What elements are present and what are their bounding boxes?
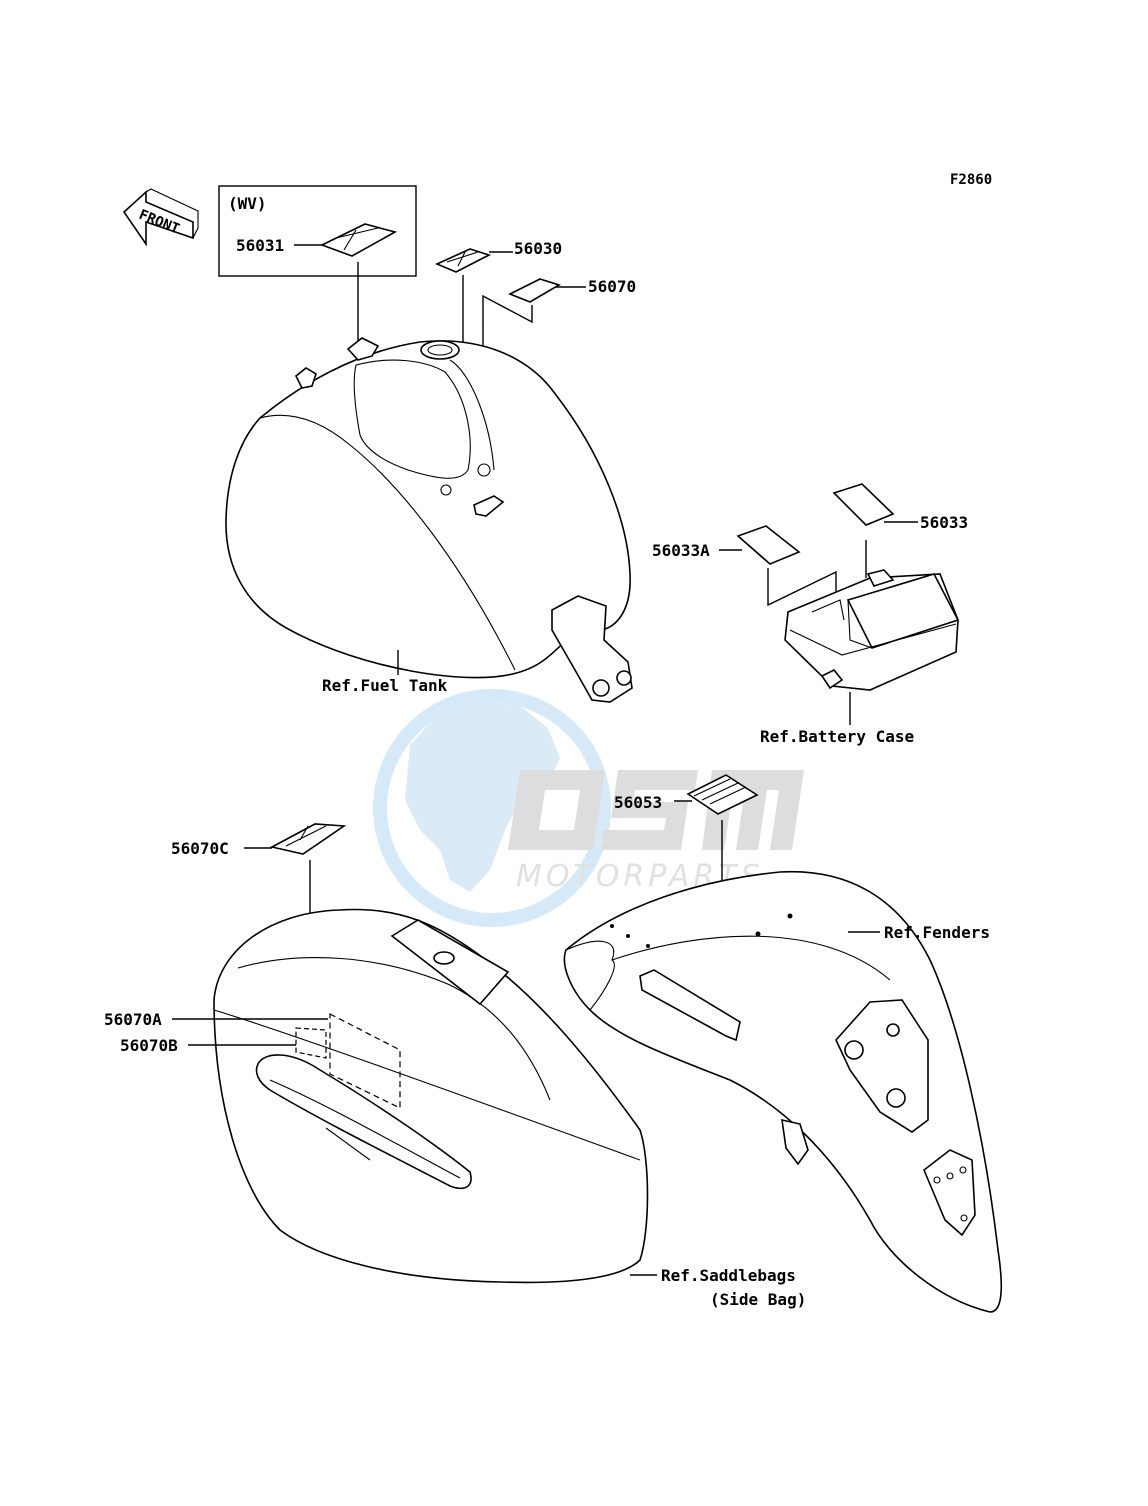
label-56031[interactable] bbox=[319, 223, 398, 257]
callout-56070: 56070 bbox=[588, 277, 636, 296]
rear-fender bbox=[563, 870, 1003, 1313]
callout-56053: 56053 bbox=[614, 793, 662, 812]
label-56070c[interactable] bbox=[269, 823, 347, 855]
label-56070[interactable] bbox=[508, 278, 561, 303]
ref-battery-case: Ref.Battery Case bbox=[760, 727, 914, 746]
fuel-tank bbox=[225, 337, 633, 703]
callout-56033: 56033 bbox=[920, 513, 968, 532]
ref-saddlebags: Ref.Saddlebags bbox=[661, 1266, 796, 1285]
callout-56070b: 56070B bbox=[120, 1036, 178, 1055]
watermark-globe-land bbox=[405, 700, 560, 892]
variant-box bbox=[218, 185, 417, 277]
watermark-globe-ring bbox=[373, 689, 611, 927]
label-56030[interactable] bbox=[435, 248, 492, 273]
variant-box-label: (WV) bbox=[228, 194, 267, 213]
callout-56070a: 56070A bbox=[104, 1010, 162, 1029]
label-56033[interactable] bbox=[832, 483, 895, 526]
label-56053[interactable] bbox=[686, 774, 759, 815]
figure-code: F2860 bbox=[950, 172, 992, 188]
callout-56070c: 56070C bbox=[171, 839, 229, 858]
ref-fenders: Ref.Fenders bbox=[884, 923, 990, 942]
ref-fuel-tank: Ref.Fuel Tank bbox=[322, 676, 448, 695]
saddlebag bbox=[213, 908, 649, 1284]
battery-case bbox=[784, 569, 960, 691]
callout-56031: 56031 bbox=[236, 236, 284, 255]
ref-saddlebags-sub: (Side Bag) bbox=[710, 1290, 806, 1309]
callout-56030: 56030 bbox=[514, 239, 562, 258]
label-56033a[interactable] bbox=[736, 525, 801, 565]
callout-56033a: 56033A bbox=[652, 541, 710, 560]
front-arrow-icon: FRONT bbox=[122, 188, 199, 247]
